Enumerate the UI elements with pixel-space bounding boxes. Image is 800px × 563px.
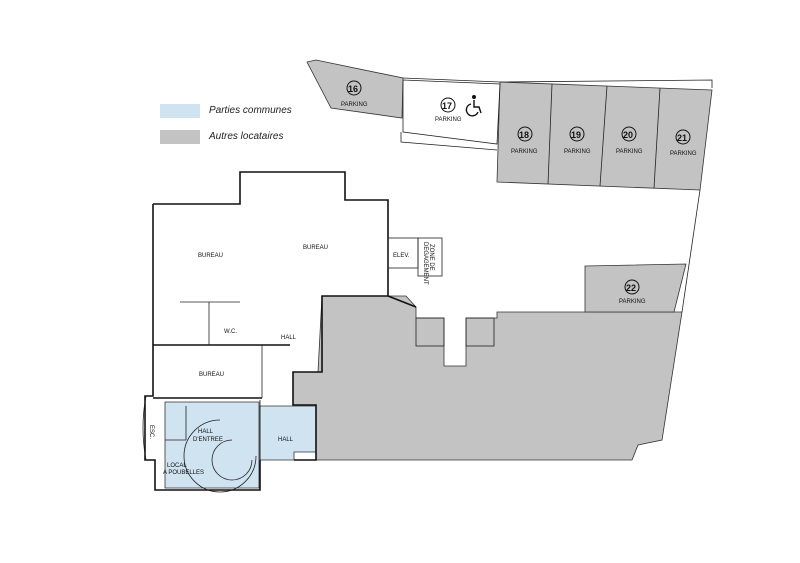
clearance-zone (417, 237, 443, 277)
parking-spot-16: 16 PARKING (341, 80, 368, 108)
room-label-bureau-lower: BUREAU (199, 372, 224, 378)
parking-label: PARKING (670, 151, 697, 157)
parking-number: 18 (519, 130, 529, 140)
room-label-esc: ESC. (148, 425, 154, 439)
room-label-local-2: A POUBELLES (163, 470, 204, 476)
stair-right-2 (465, 317, 495, 347)
stair-exterior (142, 395, 147, 461)
legend-label-others: Autres locataires (209, 131, 284, 142)
room-label-hall-entree: HALL (198, 429, 214, 435)
parking-divider (653, 87, 661, 189)
parking-spot-22: 22 PARKING (619, 279, 646, 305)
zone-other-tenants-main (292, 295, 683, 461)
parking-number: 20 (623, 130, 633, 140)
site-boundary-east (681, 189, 701, 313)
parking-number: 16 (348, 84, 358, 94)
zone-common-hall-entree (164, 401, 260, 489)
site-boundary (402, 77, 713, 88)
parking-label: PARKING (619, 299, 646, 305)
room-label-zone-2: DEGAGEMENT (422, 242, 428, 285)
stair-spiral (183, 419, 257, 493)
parking-spot-22-area (584, 263, 687, 313)
parking-label: PARKING (341, 102, 368, 108)
room-label-local: LOCAL (167, 463, 187, 469)
parking-spot-16-area (306, 59, 404, 119)
legend-label-common: Parties communes (209, 105, 292, 116)
parking-spot-20: 20 PARKING (616, 126, 643, 155)
building-outline (153, 171, 389, 461)
parking-divider (547, 83, 553, 185)
exterior-wall-east (387, 295, 417, 308)
legend-swatch-others (160, 130, 200, 144)
zone-common-hall (259, 405, 317, 461)
parking-label: PARKING (616, 149, 643, 155)
parking-label: PARKING (435, 117, 462, 123)
parking-label: PARKING (564, 149, 591, 155)
room-label-bureau-center: BUREAU (303, 245, 328, 251)
parking-spot-17: 17 PARKING (435, 95, 482, 123)
room-label-bureau-left: BUREAU (198, 253, 223, 259)
stair-spiral-inner (211, 439, 253, 481)
wheelchair-icon (465, 95, 482, 117)
room-label-zone: ZONE DE (428, 244, 434, 271)
room-label-hall-small: HALL (278, 437, 294, 443)
parking-spot-21: 21 PARKING (670, 129, 697, 157)
legend-swatch-common (160, 104, 200, 118)
room-label-hall: HALL (281, 335, 297, 341)
stair-right-1 (415, 317, 445, 347)
parking-spot-19: 19 PARKING (564, 126, 591, 155)
parking-spot-18: 18 PARKING (511, 126, 538, 155)
parking-divider (599, 85, 608, 187)
room-label-elev: ELEV. (393, 253, 410, 259)
parking-spot-17-area (402, 79, 501, 145)
parking-number: 22 (626, 283, 636, 293)
parking-label: PARKING (511, 149, 538, 155)
parking-number: 19 (571, 130, 581, 140)
parking-number: 21 (677, 133, 687, 143)
room-label-hall-entree-2: D'ENTREE (193, 437, 223, 443)
parking-number: 17 (442, 101, 452, 111)
room-label-wc: W.C. (224, 329, 237, 335)
building-outline-west (144, 204, 261, 491)
driveway-edge (400, 132, 498, 151)
